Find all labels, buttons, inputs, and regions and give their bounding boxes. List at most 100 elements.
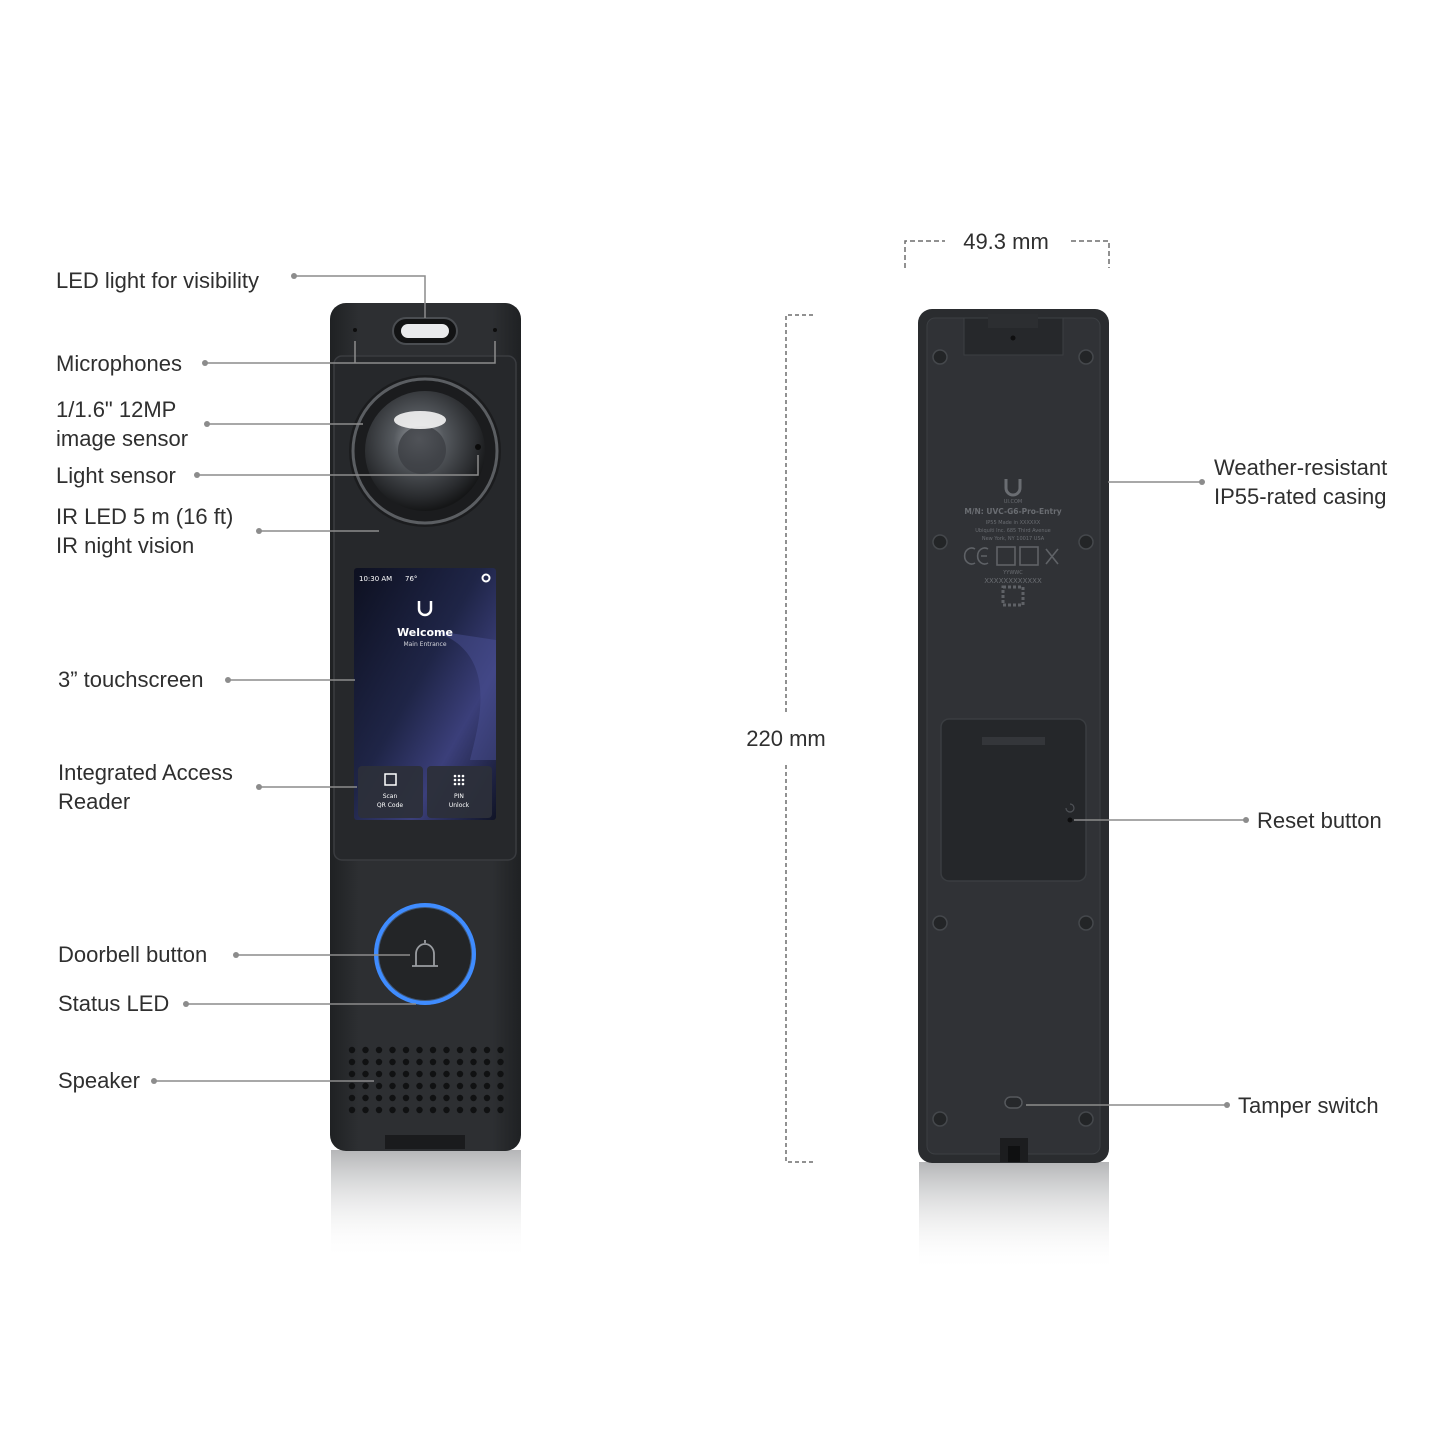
doorbell-button-face[interactable] <box>379 908 471 1000</box>
callout-ir-led: IR LED 5 m (16 ft) IR night vision <box>56 502 233 560</box>
label-address-1: Ubiquiti Inc. 685 Third Avenue <box>975 528 1051 534</box>
screen-pin-button[interactable] <box>427 766 492 818</box>
callout-ir-led-line-1: IR LED 5 m (16 ft) <box>56 504 234 529</box>
certification-marks-icon <box>963 546 1059 566</box>
speaker-hole <box>483 1070 491 1078</box>
speaker-hole <box>375 1058 383 1066</box>
callout-access-reader-line-1: Integrated Access <box>58 760 233 785</box>
speaker-hole <box>402 1094 410 1102</box>
speaker-hole <box>497 1046 504 1054</box>
back-device: UI.COM M/N: UVC-G6-Pro-Entry IP55 Made i… <box>918 309 1109 1272</box>
speaker-hole <box>362 1106 369 1114</box>
speaker-hole <box>348 1058 356 1066</box>
qr-code-icon <box>384 773 397 786</box>
speaker-hole <box>470 1094 477 1102</box>
speaker-hole <box>416 1094 423 1102</box>
back-reflection <box>919 1162 1109 1272</box>
camera-lens-core <box>398 426 446 474</box>
callout-image-sensor-line-2: image sensor <box>56 426 189 451</box>
callout-light-sensor-line-1: Light sensor <box>56 463 176 488</box>
back-logo-icon <box>1004 479 1022 497</box>
front-bottom-bracket <box>385 1135 465 1149</box>
touchscreen-display <box>354 568 496 820</box>
speaker-hole <box>402 1106 410 1114</box>
top-recess-tab <box>988 314 1038 328</box>
callout-access-reader-line-2: Reader <box>58 789 131 814</box>
screen-location: Main Entrance <box>403 641 446 648</box>
callout-reset-button-line-1: Reset button <box>1257 808 1382 833</box>
callout-microphones-line-1: Microphones <box>56 351 182 376</box>
callout-tamper-switch-line-1: Tamper switch <box>1238 1093 1379 1118</box>
speaker-hole <box>362 1058 369 1066</box>
keypad-icon <box>453 774 465 786</box>
tamper-switch-icon[interactable] <box>1004 1096 1023 1109</box>
dimension-width <box>904 240 1110 268</box>
label-serial: XXXXXXXXXXXX <box>984 577 1042 585</box>
label-ip: IP55 Made in XXXXXX <box>986 520 1041 526</box>
speaker-hole <box>456 1046 464 1054</box>
speaker-hole <box>483 1106 491 1114</box>
callout-status-led: Status LED <box>58 989 169 1018</box>
camera-ring <box>351 377 499 525</box>
callout-doorbell-button-line-1: Doorbell button <box>58 942 208 967</box>
label-date: YYWWC <box>1002 570 1023 576</box>
speaker-hole <box>402 1082 410 1090</box>
speaker-hole <box>375 1070 383 1078</box>
front-reflection <box>331 1150 521 1260</box>
callout-image-sensor: 1/1.6" 12MP image sensor <box>56 395 188 453</box>
speaker-hole <box>497 1082 504 1090</box>
speaker-hole <box>470 1046 477 1054</box>
pin-label-2: Unlock <box>449 802 470 809</box>
callout-access-reader: Integrated Access Reader <box>58 758 233 816</box>
speaker-hole <box>375 1082 383 1090</box>
speaker-hole <box>389 1094 396 1102</box>
speaker-hole <box>456 1106 464 1114</box>
label-brand: UI.COM <box>1004 499 1022 505</box>
speaker-hole <box>483 1082 491 1090</box>
speaker-hole <box>429 1094 437 1102</box>
callout-casing-line-1: Weather-resistant <box>1214 455 1388 480</box>
callout-light-sensor: Light sensor <box>56 461 176 490</box>
speaker-hole <box>443 1058 450 1066</box>
speaker-hole <box>456 1070 464 1078</box>
microphone-left-icon <box>353 328 357 332</box>
scan-label-2: QR Code <box>377 802 403 809</box>
speaker-hole <box>497 1070 504 1078</box>
reset-symbol-icon <box>1065 803 1075 813</box>
callout-doorbell-button: Doorbell button <box>58 940 207 969</box>
callout-reset-button: Reset button <box>1257 806 1382 835</box>
callout-speaker: Speaker <box>58 1066 140 1095</box>
speaker-hole <box>429 1106 437 1114</box>
callout-tamper-switch: Tamper switch <box>1238 1091 1379 1120</box>
speaker-hole <box>470 1070 477 1078</box>
callout-image-sensor-line-1: 1/1.6" 12MP <box>56 397 177 422</box>
reset-button-icon[interactable] <box>1067 817 1073 823</box>
speaker-hole <box>456 1082 464 1090</box>
screws <box>932 349 1094 1127</box>
speaker-hole <box>416 1046 423 1054</box>
speaker-hole <box>443 1082 450 1090</box>
dimension-height-label: 220 mm <box>746 726 825 751</box>
camera-highlight <box>394 411 446 429</box>
speaker-hole <box>389 1046 396 1054</box>
callout-touchscreen: 3” touchscreen <box>58 665 204 694</box>
speaker-hole <box>429 1058 437 1066</box>
speaker-hole <box>402 1070 410 1078</box>
screen-wave-art <box>430 630 496 760</box>
speaker-hole <box>497 1058 504 1066</box>
callout-casing: Weather-resistant IP55-rated casing <box>1214 453 1387 511</box>
speaker-hole <box>416 1070 423 1078</box>
speaker-hole <box>375 1094 383 1102</box>
speaker-hole <box>483 1094 491 1102</box>
speaker-hole <box>429 1070 437 1078</box>
speaker-hole <box>362 1046 369 1054</box>
screen-scan-button[interactable] <box>358 766 423 818</box>
speaker-hole <box>375 1106 383 1114</box>
speaker-hole <box>362 1070 369 1078</box>
speaker-hole <box>402 1046 410 1054</box>
speaker-hole <box>416 1106 423 1114</box>
leader-dots <box>151 273 1249 1108</box>
callout-casing-line-2: IP55-rated casing <box>1214 484 1387 509</box>
speaker-hole <box>470 1106 477 1114</box>
leader-lines <box>154 275 1246 1106</box>
